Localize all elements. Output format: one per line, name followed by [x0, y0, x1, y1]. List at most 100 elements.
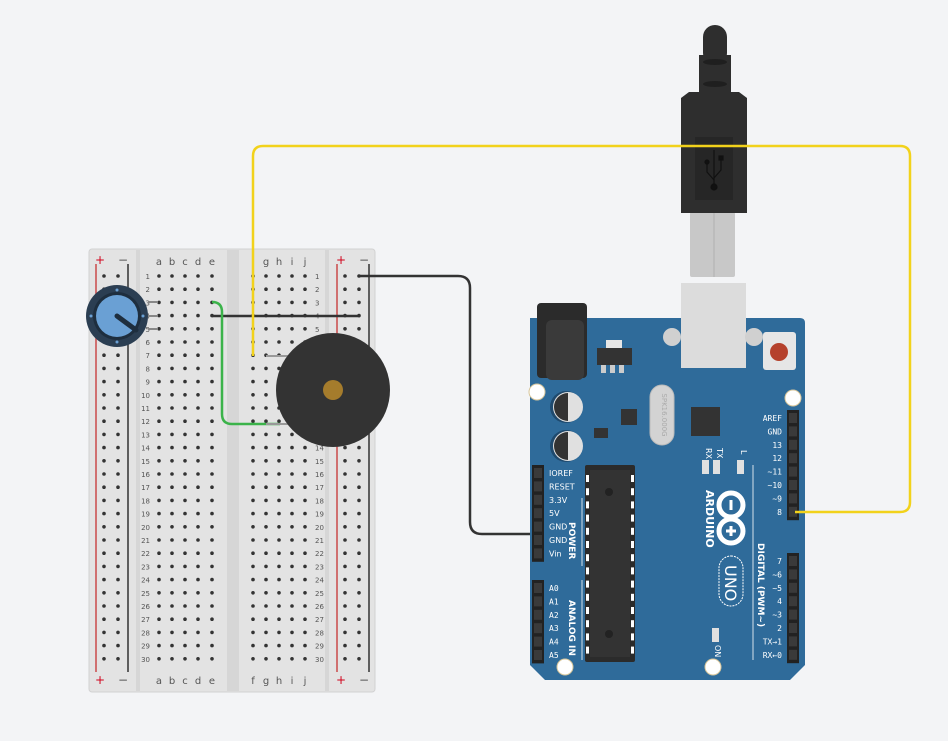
- rail-hole[interactable]: [357, 591, 361, 595]
- rail-hole[interactable]: [343, 525, 347, 529]
- breadboard-hole[interactable]: [170, 274, 174, 278]
- breadboard-hole[interactable]: [196, 604, 200, 608]
- header-pin[interactable]: [789, 556, 797, 566]
- breadboard-hole[interactable]: [251, 419, 255, 424]
- breadboard-hole[interactable]: [210, 445, 214, 450]
- breadboard-hole[interactable]: [183, 472, 187, 476]
- breadboard-hole[interactable]: [303, 327, 307, 331]
- header-pin[interactable]: [534, 609, 542, 620]
- breadboard-hole[interactable]: [303, 459, 307, 463]
- header-pin[interactable]: [789, 609, 797, 620]
- breadboard-hole[interactable]: [251, 564, 255, 569]
- breadboard-hole[interactable]: [157, 525, 161, 529]
- rail-hole[interactable]: [343, 643, 347, 648]
- breadboard-hole[interactable]: [196, 657, 200, 661]
- rail-hole[interactable]: [357, 657, 361, 661]
- breadboard-hole[interactable]: [210, 366, 214, 371]
- breadboard-hole[interactable]: [196, 379, 200, 384]
- breadboard-hole[interactable]: [210, 551, 214, 555]
- breadboard-hole[interactable]: [264, 327, 268, 331]
- breadboard-hole[interactable]: [251, 472, 255, 476]
- piezo-buzzer[interactable]: [276, 333, 390, 447]
- rail-hole[interactable]: [357, 643, 361, 648]
- breadboard-hole[interactable]: [251, 393, 255, 397]
- breadboard-hole[interactable]: [251, 366, 255, 371]
- breadboard-hole[interactable]: [157, 511, 161, 516]
- rail-hole[interactable]: [116, 511, 120, 516]
- breadboard-hole[interactable]: [157, 274, 161, 278]
- breadboard-hole[interactable]: [170, 419, 174, 424]
- potentiometer[interactable]: [86, 285, 158, 347]
- breadboard-hole[interactable]: [183, 511, 187, 516]
- breadboard-hole[interactable]: [251, 432, 255, 437]
- header-pin[interactable]: [789, 596, 797, 607]
- breadboard-hole[interactable]: [170, 657, 174, 661]
- breadboard-hole[interactable]: [210, 511, 214, 516]
- breadboard-hole[interactable]: [157, 340, 161, 344]
- breadboard-hole[interactable]: [264, 604, 268, 608]
- breadboard-hole[interactable]: [210, 498, 214, 503]
- breadboard-hole[interactable]: [251, 511, 255, 516]
- breadboard-hole[interactable]: [210, 591, 214, 595]
- breadboard-hole[interactable]: [290, 525, 294, 529]
- breadboard-hole[interactable]: [196, 485, 200, 490]
- header-pin[interactable]: [534, 535, 542, 545]
- breadboard-hole[interactable]: [157, 459, 161, 463]
- breadboard-hole[interactable]: [183, 432, 187, 437]
- breadboard-hole[interactable]: [196, 445, 200, 450]
- breadboard-hole[interactable]: [303, 643, 307, 648]
- rail-hole[interactable]: [357, 551, 361, 555]
- rail-hole[interactable]: [116, 577, 120, 582]
- rail-hole[interactable]: [343, 287, 347, 292]
- breadboard-hole[interactable]: [251, 379, 255, 384]
- breadboard-hole[interactable]: [290, 551, 294, 555]
- arduino-uno[interactable]: SPK16.000G RX TX L ON ARDUINO UNO IOREFR…: [528, 283, 805, 680]
- breadboard-hole[interactable]: [251, 617, 255, 621]
- breadboard-hole[interactable]: [157, 485, 161, 490]
- rail-hole[interactable]: [102, 564, 106, 569]
- breadboard-hole[interactable]: [157, 353, 161, 358]
- breadboard-hole[interactable]: [196, 630, 200, 635]
- rail-hole[interactable]: [343, 274, 347, 278]
- rail-hole[interactable]: [343, 459, 347, 463]
- rail-hole[interactable]: [357, 511, 361, 516]
- rail-hole[interactable]: [102, 274, 106, 278]
- breadboard-hole[interactable]: [277, 604, 281, 608]
- rail-hole[interactable]: [343, 591, 347, 595]
- breadboard-hole[interactable]: [290, 300, 294, 305]
- rail-hole[interactable]: [102, 551, 106, 555]
- breadboard-hole[interactable]: [277, 419, 281, 424]
- rail-hole[interactable]: [357, 577, 361, 582]
- breadboard-hole[interactable]: [264, 406, 268, 410]
- header-pin[interactable]: [534, 508, 542, 519]
- breadboard-hole[interactable]: [264, 498, 268, 503]
- breadboard-hole[interactable]: [303, 630, 307, 635]
- breadboard-hole[interactable]: [157, 406, 161, 410]
- rail-hole[interactable]: [116, 353, 120, 358]
- header-pin[interactable]: [534, 596, 542, 607]
- breadboard-hole[interactable]: [157, 300, 161, 305]
- breadboard-hole[interactable]: [196, 287, 200, 292]
- breadboard-hole[interactable]: [157, 472, 161, 476]
- breadboard-hole[interactable]: [170, 445, 174, 450]
- breadboard-hole[interactable]: [277, 340, 281, 344]
- breadboard-hole[interactable]: [170, 564, 174, 569]
- rail-hole[interactable]: [102, 406, 106, 410]
- breadboard-hole[interactable]: [210, 564, 214, 569]
- breadboard-hole[interactable]: [157, 577, 161, 582]
- breadboard-hole[interactable]: [251, 485, 255, 490]
- breadboard-hole[interactable]: [210, 340, 214, 344]
- breadboard-hole[interactable]: [170, 459, 174, 463]
- breadboard-hole[interactable]: [196, 459, 200, 463]
- breadboard-hole[interactable]: [196, 551, 200, 555]
- breadboard-hole[interactable]: [157, 379, 161, 384]
- breadboard-hole[interactable]: [170, 577, 174, 582]
- breadboard-hole[interactable]: [290, 643, 294, 648]
- rail-hole[interactable]: [343, 327, 347, 331]
- breadboard-hole[interactable]: [196, 366, 200, 371]
- breadboard-hole[interactable]: [251, 498, 255, 503]
- breadboard-hole[interactable]: [170, 472, 174, 476]
- rail-hole[interactable]: [116, 406, 120, 410]
- breadboard-hole[interactable]: [251, 459, 255, 463]
- breadboard-hole[interactable]: [303, 287, 307, 292]
